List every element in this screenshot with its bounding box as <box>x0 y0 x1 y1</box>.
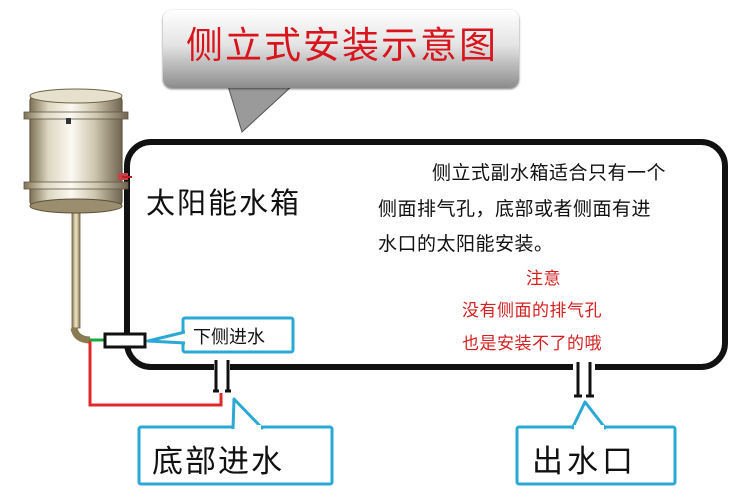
bottom-inlet-callout-frame <box>137 397 334 486</box>
auxiliary-water-tank-icon <box>23 88 132 344</box>
side-inlet-fitting <box>103 332 147 349</box>
outlet-label: 出水口 <box>532 444 637 480</box>
title-banner <box>163 10 519 88</box>
red-pipe <box>88 341 223 407</box>
bottom-inlet-fitting <box>213 357 231 393</box>
solar-tank-outline <box>124 139 728 370</box>
note-heading: 注意 <box>526 269 561 289</box>
bottom-inlet-label: 底部进水 <box>152 444 284 480</box>
outlet-callout-frame <box>515 400 677 486</box>
note-line-1: 没有侧面的排气孔 <box>462 301 602 321</box>
outlet-fitting <box>573 357 595 398</box>
side-inlet-callout-frame <box>146 316 295 354</box>
side-inlet-label: 下侧进水 <box>193 327 265 348</box>
note-line-2: 也是安装不了的哦 <box>462 334 602 354</box>
description-line-2: 侧面排气孔，底部或者侧面有进 <box>378 198 652 220</box>
title-pointer <box>227 85 294 133</box>
solar-tank-label: 太阳能水箱 <box>146 186 302 220</box>
description-line-1: 侧立式副水箱适合只有一个 <box>432 162 667 184</box>
diagram-title: 侧立式安装示意图 <box>186 24 498 67</box>
description-line-3: 水口的太阳能安装。 <box>378 233 554 255</box>
